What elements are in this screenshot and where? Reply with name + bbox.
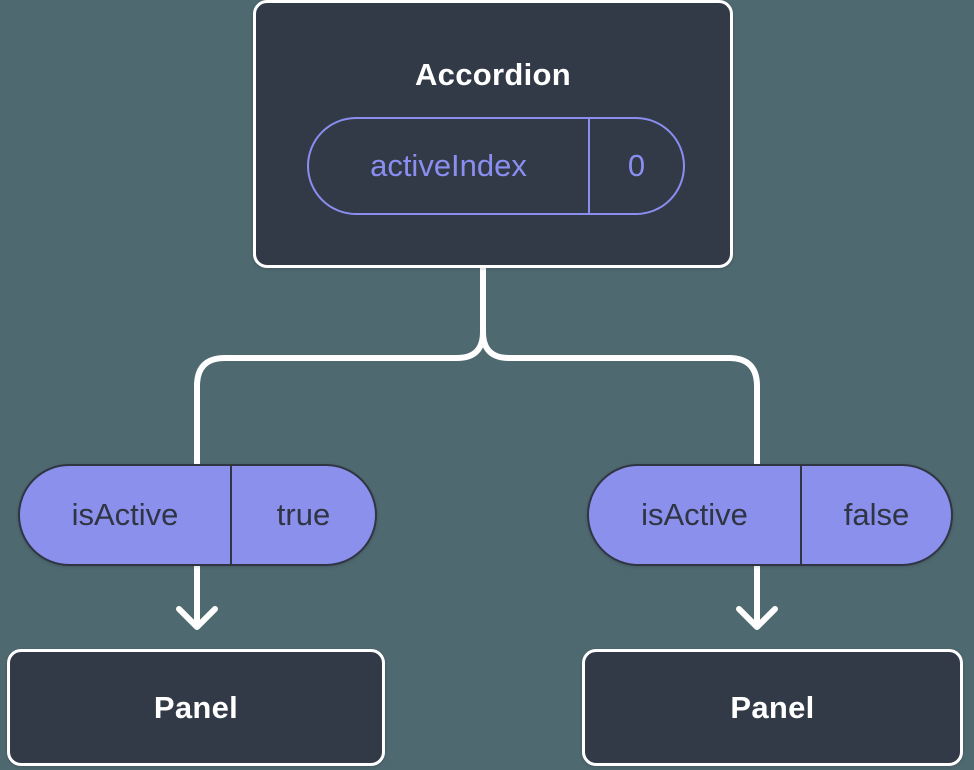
state-name-label: activeIndex	[370, 148, 527, 183]
root-state-pill: activeIndex 0	[307, 117, 685, 215]
panel-node-right: Panel	[582, 649, 963, 766]
connector-branch-left	[194, 263, 486, 468]
root-component-title: Accordion	[415, 57, 571, 92]
arrow-right	[736, 563, 778, 630]
prop-pill-is-active-true: isActive true	[18, 464, 377, 566]
connector-branch-right	[480, 329, 760, 468]
prop-pill-is-active-false: isActive false	[587, 464, 953, 566]
prop-value-label: true	[230, 466, 375, 564]
prop-name-label: isActive	[641, 497, 748, 532]
state-value-label: 0	[588, 119, 683, 213]
prop-value-label: false	[800, 466, 951, 564]
root-component-node: Accordion activeIndex 0	[253, 0, 733, 268]
panel-node-left: Panel	[7, 649, 385, 766]
arrow-left	[176, 563, 218, 630]
prop-name-label: isActive	[71, 497, 179, 532]
